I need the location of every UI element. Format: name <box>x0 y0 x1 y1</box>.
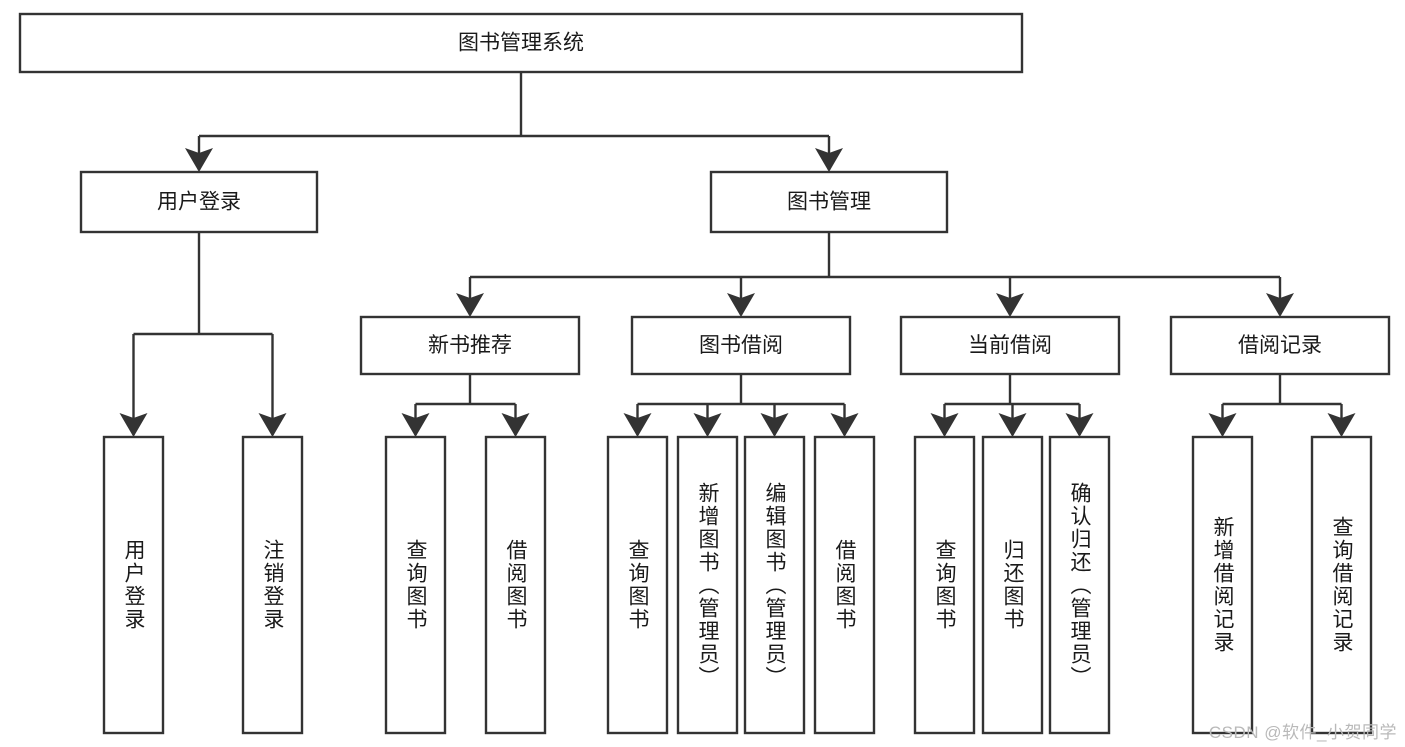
node-label-user-login: 用户登录 <box>157 191 241 214</box>
node-box-book-management[interactable] <box>709 170 949 234</box>
node-box-leaf-user-login[interactable] <box>102 435 165 735</box>
node-box-new-book-recommend[interactable] <box>359 315 581 376</box>
node-box-leaf-edit-book[interactable] <box>743 435 806 735</box>
node-box-leaf-borrow-book-2[interactable] <box>813 435 876 735</box>
node-label-new-book-recommend: 新书推荐 <box>428 334 512 357</box>
node-box-leaf-query-book-2[interactable] <box>606 435 669 735</box>
node-box-book-borrow[interactable] <box>630 315 852 376</box>
connector-layer <box>119 72 1356 437</box>
node-box-borrow-record[interactable] <box>1169 315 1391 376</box>
node-box-leaf-query-book-1[interactable] <box>384 435 447 735</box>
csdn-watermark: CSDN @软件_小贺同学 <box>1208 723 1397 742</box>
node-box-current-borrow[interactable] <box>899 315 1121 376</box>
node-label-root: 图书管理系统 <box>458 32 584 55</box>
node-box-leaf-borrow-book-1[interactable] <box>484 435 547 735</box>
node-box-leaf-add-record[interactable] <box>1191 435 1254 735</box>
node-box-user-login[interactable] <box>79 170 319 234</box>
node-box-leaf-query-record[interactable] <box>1310 435 1373 735</box>
node-box-leaf-confirm-return[interactable] <box>1048 435 1111 735</box>
node-box-leaf-user-logout[interactable] <box>241 435 304 735</box>
node-label-borrow-record: 借阅记录 <box>1238 334 1322 357</box>
node-box-layer <box>18 12 1391 735</box>
node-box-leaf-query-book-3[interactable] <box>913 435 976 735</box>
node-label-current-borrow: 当前借阅 <box>968 334 1052 357</box>
node-box-leaf-add-book[interactable] <box>676 435 739 735</box>
node-label-book-management: 图书管理 <box>787 191 871 214</box>
node-label-book-borrow: 图书借阅 <box>699 334 783 357</box>
node-box-leaf-return-book[interactable] <box>981 435 1044 735</box>
node-box-root[interactable] <box>18 12 1024 74</box>
